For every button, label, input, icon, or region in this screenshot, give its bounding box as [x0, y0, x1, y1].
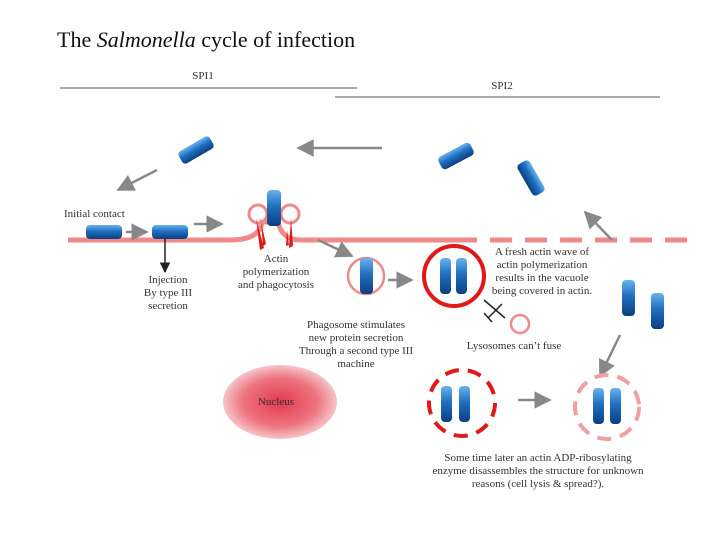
title-suffix: cycle of infection	[195, 27, 356, 52]
phagocytic-cup-right	[279, 203, 301, 225]
lysosome-blocked-arrow	[483, 299, 506, 319]
label-nucleus: Nucleus	[257, 396, 295, 408]
arrow-vacuole-to-lysis	[598, 334, 622, 378]
label-lysosomes: Lysosomes can’t fuse	[466, 340, 562, 352]
lysed-vacuole	[573, 373, 641, 441]
bacterium-released-2	[651, 293, 664, 329]
label-spi2: SPI2	[491, 80, 513, 92]
title-prefix: The	[57, 27, 97, 52]
lysosome	[509, 313, 531, 335]
bacterium-entering	[267, 190, 281, 226]
arrow-up-to-extracellular	[583, 210, 613, 241]
actin-spike-right-2	[286, 230, 289, 246]
bacterium-lysed-1	[593, 388, 604, 424]
label-fresh-actin: A fresh actin wave of actin polymerizati…	[491, 246, 593, 297]
actin-vacuole	[422, 244, 486, 308]
disassembling-vacuole	[427, 368, 497, 438]
bacterium-extracellular-3	[517, 160, 545, 196]
label-injection: Injection By type III secretion	[143, 274, 193, 312]
actin-spike-left-2	[261, 222, 266, 246]
lysosome-block-x2	[483, 312, 493, 323]
diagram-title: The Salmonella cycle of infection	[57, 27, 355, 53]
nucleus	[223, 365, 337, 439]
bacterium-disassembling-2	[459, 386, 470, 422]
actin-spike-left	[256, 218, 264, 250]
actin-spike-right	[289, 218, 293, 248]
bacterium-lysed-2	[610, 388, 621, 424]
bacterium-extracellular-2	[438, 142, 474, 170]
label-adp-ribosylating: Some time later an actin ADP-ribosylatin…	[432, 452, 644, 490]
label-actin-polymerization: Actin polymerization and phagocytosis	[237, 253, 315, 291]
arrow-top-left	[116, 168, 158, 192]
bacterium-in-phagosome	[360, 258, 373, 294]
label-initial-contact: Initial contact	[64, 208, 125, 220]
bacterium-vacuole-1	[440, 258, 451, 294]
bacterium-initial-contact	[86, 225, 122, 239]
bacterium-released-1	[622, 280, 635, 316]
label-phagosome: Phagosome stimulates new protein secreti…	[298, 319, 414, 370]
phagocytic-cup-left	[247, 203, 269, 225]
bacterium-injection	[152, 225, 188, 239]
bacterium-extracellular-1	[178, 136, 214, 164]
arrow-entry-to-phagosome	[317, 238, 354, 258]
bacterium-disassembling-1	[441, 386, 452, 422]
title-italic: Salmonella	[96, 27, 196, 52]
bacterium-vacuole-2	[456, 258, 467, 294]
label-spi1: SPI1	[192, 70, 214, 82]
lysosome-block-x1	[487, 303, 503, 319]
